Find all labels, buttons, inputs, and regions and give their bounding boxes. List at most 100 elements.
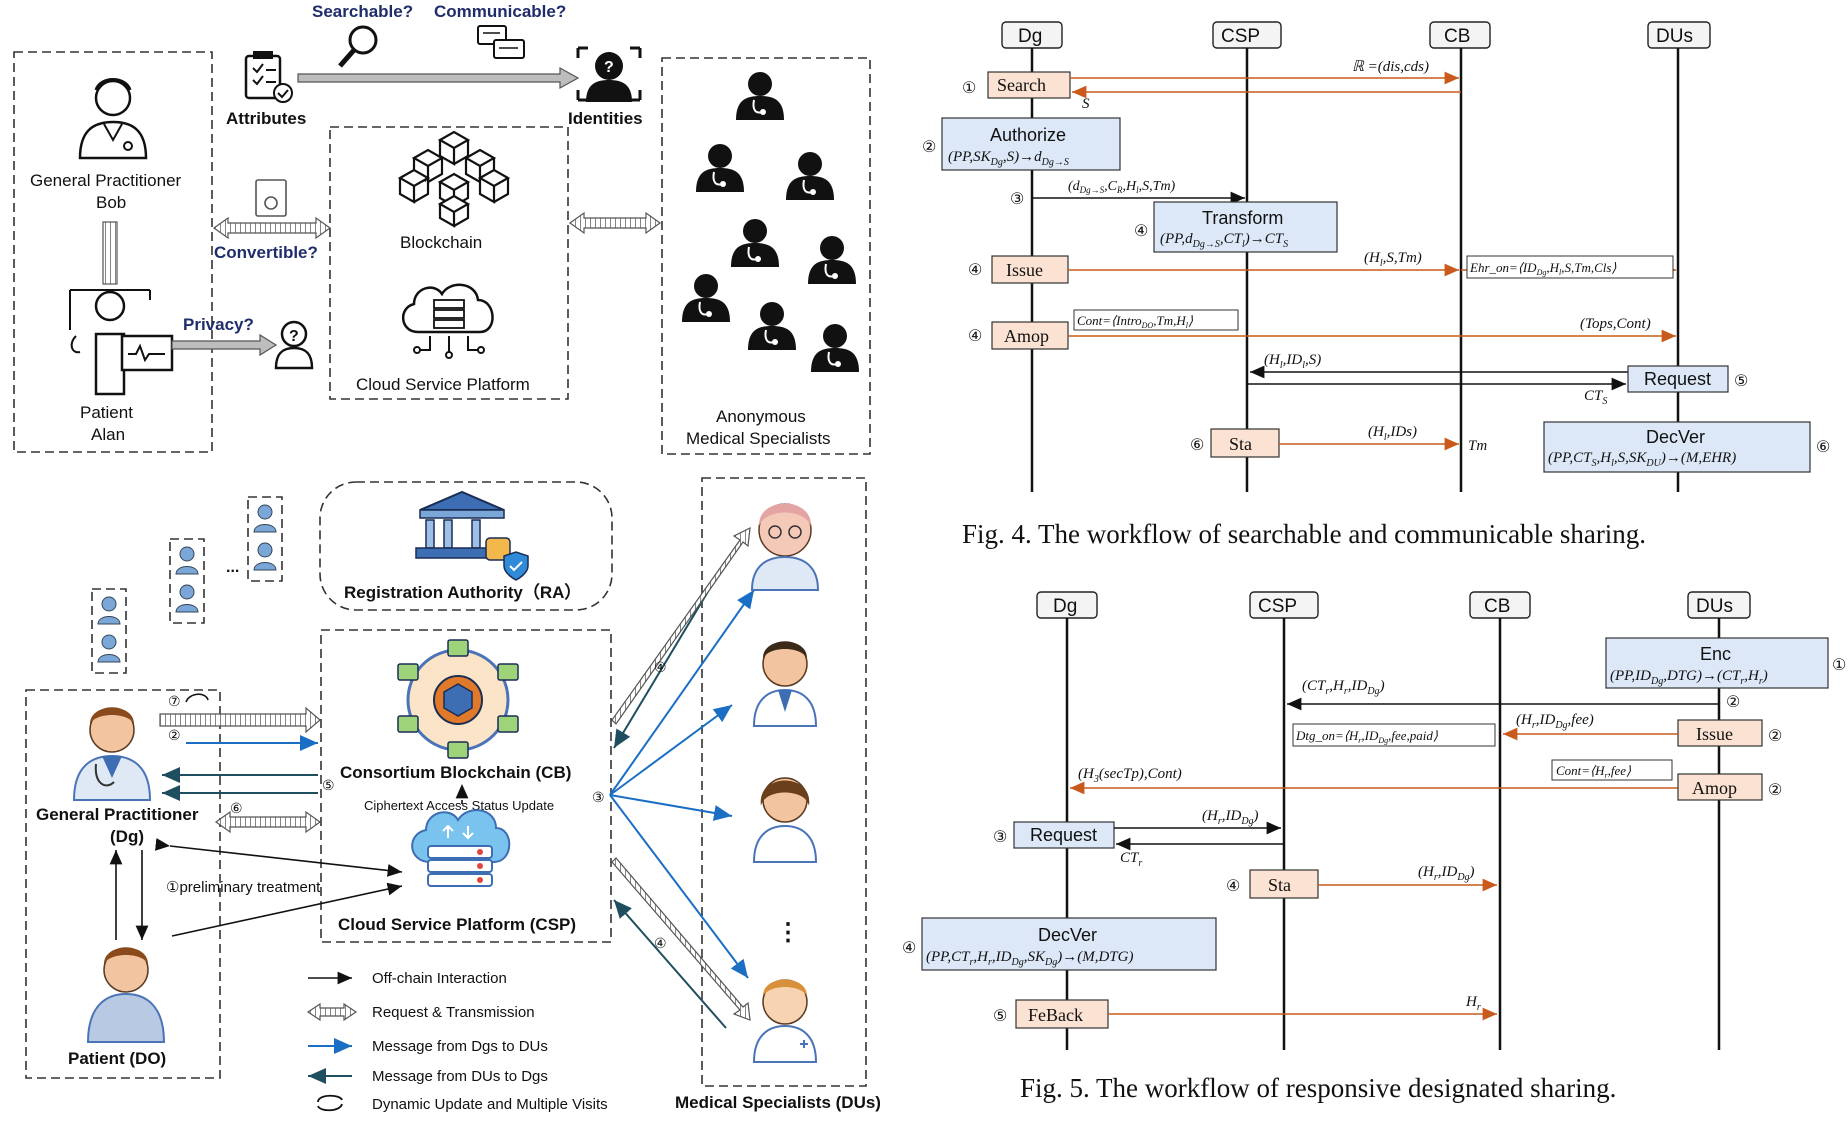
fig4-step4-transform-number: ④ <box>1134 223 1148 240</box>
fig4-sta-label: Sta <box>1229 434 1252 454</box>
ciphertext-update-label: Ciphertext Access Status Update <box>364 798 554 813</box>
fig4-cts-label: CTS <box>1584 388 1607 407</box>
attributes-label: Attributes <box>226 109 306 128</box>
fig4-step2-number: ② <box>922 139 936 156</box>
privacy-question-icon: ? <box>274 320 314 370</box>
fig4-caption: Fig. 4. The workflow of searchable and c… <box>962 519 1646 549</box>
fig5-request-box <box>1013 821 1115 849</box>
fig4-amop-label: Amop <box>1004 326 1049 346</box>
blockchain-label: Blockchain <box>400 233 482 252</box>
fig5-decver-box <box>921 917 1217 971</box>
fig4-request-label: Request <box>1644 369 1711 389</box>
dg-to-du-arrows <box>609 589 755 979</box>
du-vertical-ellipsis: ⋮ <box>776 919 800 946</box>
fig5-cont-box <box>1551 759 1673 781</box>
fig4-step4-amop-number: ④ <box>968 328 982 345</box>
fig5-ctr-label: CTr <box>1120 850 1142 869</box>
du-specialist-2-icon <box>752 641 818 727</box>
step4a-number: ④ <box>654 659 667 675</box>
fig5-msg3: (H3(secTp),Cont) <box>1078 766 1182 785</box>
fig4-cont-label: Cont=⟨IntroDO,Tm,Hl⟩ <box>1077 313 1193 330</box>
fig5-msg2: (Hr,IDDg,fee) <box>1516 712 1594 731</box>
du-specialist-1-icon <box>750 503 820 591</box>
patient-alan-line2: Alan <box>91 425 125 444</box>
cb-label: Consortium Blockchain (CB) <box>340 763 571 782</box>
fig4-transform-formula: (PP,dDg→S,CTl)→CTS <box>1160 231 1288 250</box>
fig4-request-box <box>1627 365 1729 393</box>
dg-do-dashed-box <box>25 689 221 1079</box>
fig4-authorize-formula: (PP,SKDg,S)→dDg→S <box>948 149 1069 168</box>
prelim-treatment-label: ①preliminary treatment <box>166 879 321 896</box>
anonymous-line2: Medical Specialists <box>686 429 831 448</box>
top-left-diagram: Searchable? Communicable? Attributes <box>13 2 871 455</box>
fig5-sequence-diagram: Dg CSP CB DUs Enc (PP,IDDg,DTG)→(CTr,Hr)… <box>902 591 1846 1103</box>
fig4-step3-number: ③ <box>1010 191 1024 208</box>
fig5-dtg-on-box <box>1292 723 1496 747</box>
fig5-caption: Fig. 5. The workflow of responsive desig… <box>1020 1073 1616 1103</box>
du-to-dg-teal-arrow-bottom <box>613 899 727 1029</box>
legend-item-dynamic: Dynamic Update and Multiple Visits <box>372 1096 608 1113</box>
legend-dynamic-swatch <box>317 1094 343 1112</box>
fig5-headers: Dg CSP CB DUs <box>1036 591 1751 619</box>
fig5-header-cb: CB <box>1484 596 1510 617</box>
patient-alan-line1: Patient <box>80 403 133 422</box>
dynamic-update-icon <box>185 693 209 703</box>
blockchain-icon <box>397 130 511 228</box>
anonymous-specialists-dashed-box <box>661 57 871 455</box>
fig5-sta-label: Sta <box>1268 875 1291 895</box>
fig5-step2b-number: ② <box>1768 728 1782 745</box>
fig4-decver-label: DecVer <box>1646 427 1705 447</box>
legend-item-request: Request & Transmission <box>372 1004 535 1021</box>
gp-dg-line1: General Practitioner <box>36 805 199 824</box>
gp-dg-icon <box>72 707 152 801</box>
legend-item-offchain: Off-chain Interaction <box>372 970 507 987</box>
fig4-step6-number: ⑥ <box>1190 437 1204 454</box>
fig4-decver-box <box>1543 421 1811 473</box>
bottom-du-request-arrow <box>611 857 751 1021</box>
fig4-authorize-label: Authorize <box>990 125 1066 145</box>
fig5-dtg-on-label: Dtg_on=⟨Hr,IDDg,fee,paid⟩ <box>1295 728 1438 745</box>
fig4-sta-box <box>1210 428 1280 458</box>
fig5-amop-box <box>1677 773 1763 801</box>
fig4-header-csp: CSP <box>1221 26 1260 47</box>
legend-request-swatch <box>306 1002 358 1022</box>
fig4-amop-box <box>991 321 1069 350</box>
fig4-sequence-diagram: Dg CSP CB DUs ① Search ℝ =(dis,cds) S ② … <box>922 21 1830 549</box>
fig4-search-box <box>987 71 1071 99</box>
platform-to-specialists-arrow <box>568 211 662 235</box>
du-specialist-4-icon <box>752 979 818 1063</box>
fig4-msg3-label: (dDg→S,CR,Hl,S,Tm) <box>1068 179 1176 195</box>
fig4-decver-formula: (PP,CTS,Hl,S,SKDU)→(M,EHR) <box>1548 450 1736 469</box>
gp-patient-dashed-box <box>13 51 213 453</box>
fig5-step3-number: ③ <box>993 829 1007 846</box>
gp-dg-line2: (Dg) <box>110 827 144 846</box>
du-specialist-3-icon <box>752 777 818 863</box>
fig4-header-dus: DUs <box>1656 26 1693 47</box>
fig4-authorize-box <box>941 117 1121 171</box>
legend-item-du-to-dg: Message from DUs to Dgs <box>372 1068 548 1085</box>
fig4-s-return-label: S <box>1082 96 1090 112</box>
patient-alan-icon <box>69 289 174 396</box>
fig4-rset-label: ℝ =(dis,cds) <box>1352 59 1429 75</box>
convertible-label: Convertible? <box>214 243 318 262</box>
top-du-request-arrow <box>611 526 751 725</box>
step7-request-arrow <box>159 706 321 734</box>
svg-text:?: ? <box>289 328 299 345</box>
gp-bob-icon <box>78 78 148 160</box>
step5-number: ⑤ <box>322 777 335 793</box>
cb-csp-dashed-box <box>320 629 612 943</box>
fig4-ehr-on-box <box>1466 255 1674 279</box>
fig5-enc-box <box>1605 637 1829 689</box>
fig4-ehr-on-label: Ehr_on=⟨IDDg,Hl,S,Tm,Cls⟩ <box>1469 260 1617 277</box>
patient-do-label: Patient (DO) <box>68 1049 166 1068</box>
fig5-issue-label: Issue <box>1696 724 1733 744</box>
platform-dashed-box <box>329 126 569 400</box>
fig4-transform-box <box>1153 201 1338 253</box>
fig5-step4-sta-number: ④ <box>1226 878 1240 895</box>
fig5-issue-box <box>1677 719 1763 747</box>
attributes-icon <box>244 51 293 103</box>
anonymous-line1: Anonymous <box>716 407 806 426</box>
fig4-sta-msg: (Hl,IDs) <box>1368 424 1417 443</box>
csp-label: Cloud Service Platform (CSP) <box>338 915 576 934</box>
